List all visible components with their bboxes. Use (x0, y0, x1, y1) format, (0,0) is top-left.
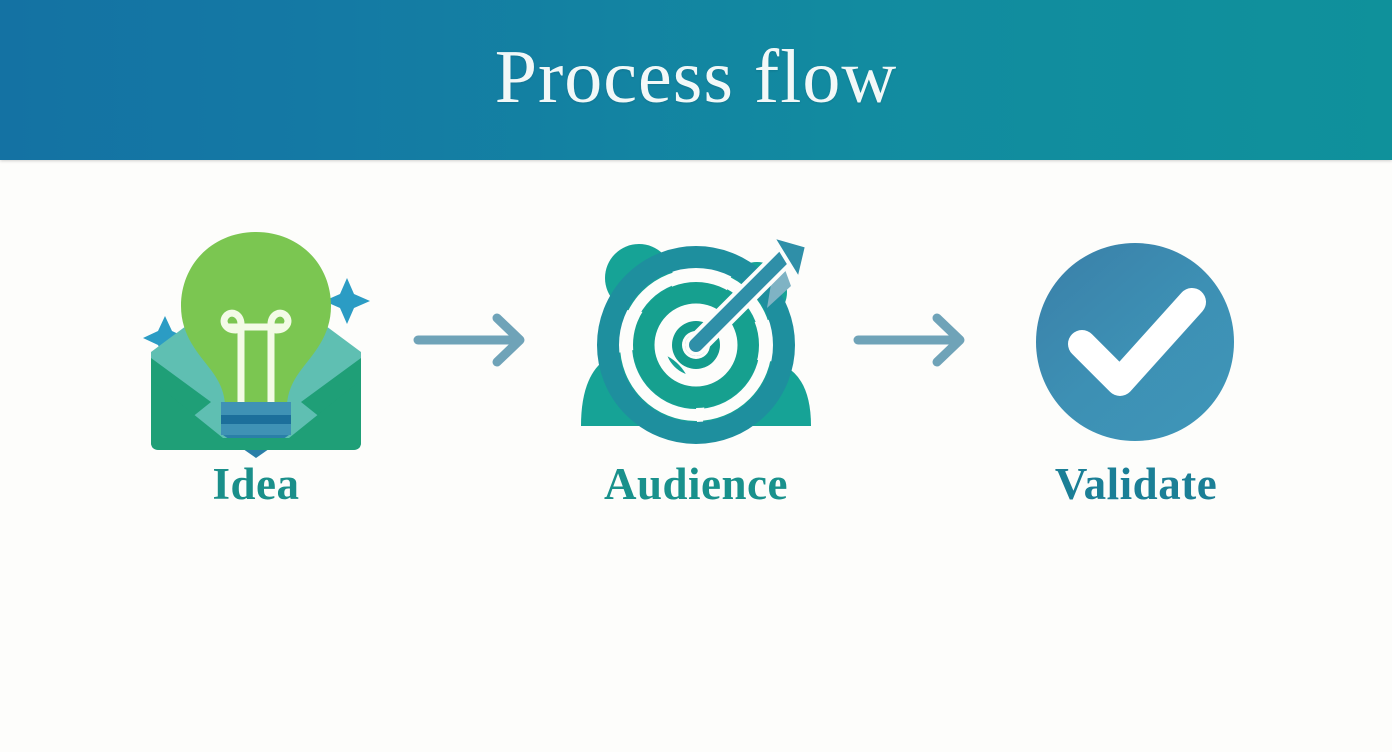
sparkle-right-icon (324, 278, 370, 324)
check-circle-svg (1035, 243, 1234, 441)
check-circle-icon (1021, 230, 1251, 450)
flow-step-label-audience: Audience (604, 459, 788, 509)
flow-step-idea[interactable]: Idea (111, 230, 401, 507)
target-audience-svg (581, 234, 811, 444)
flow-step-validate[interactable]: Validate (991, 230, 1281, 507)
flow-step-audience[interactable]: Audience (551, 230, 841, 507)
flow-step-label-validate: Validate (1054, 459, 1218, 509)
bulb-filament (220, 309, 292, 406)
process-flow-row: Idea (0, 230, 1392, 507)
sparkle-left-icon (143, 316, 187, 360)
target-audience-icon (581, 230, 811, 450)
connector-audience-validate (841, 230, 991, 450)
bulb-glass (181, 232, 331, 404)
envelope-front (151, 380, 361, 450)
arrow-right-icon (413, 313, 524, 367)
arrow-right-icon (853, 313, 964, 367)
target-arrow (685, 234, 809, 356)
page-title: Process flow (494, 35, 898, 119)
check-circle-bg (1035, 243, 1234, 441)
header-banner: Process flow (0, 0, 1392, 160)
flow-step-label-idea: Idea (212, 459, 300, 509)
lightbulb-in-envelope-svg (143, 232, 370, 458)
checkmark-glyph (1067, 288, 1206, 396)
lightbulb-in-envelope-icon (141, 230, 371, 458)
connector-idea-audience (401, 230, 551, 450)
